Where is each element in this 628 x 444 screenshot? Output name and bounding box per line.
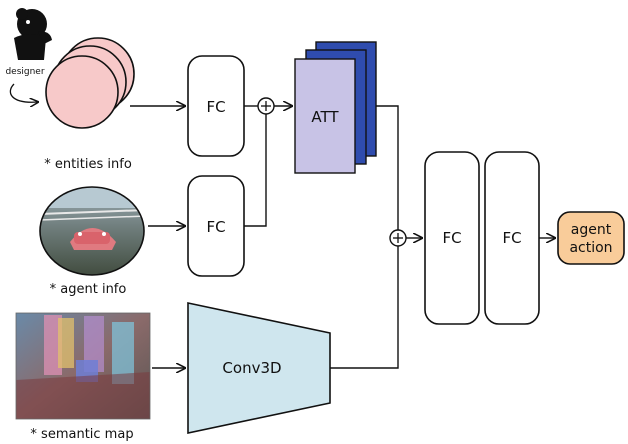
- att-block: [294, 41, 377, 174]
- entities-info-icon: [45, 37, 135, 129]
- designer-icon: [14, 8, 52, 60]
- agent-action-block: [557, 211, 625, 265]
- designer-arrow: [9, 83, 38, 102]
- add-node-1: [244, 97, 292, 227]
- fc-entities-label: FC: [206, 98, 225, 116]
- agent-info-label: * agent info: [50, 282, 127, 297]
- agent-action-line1: agent: [571, 222, 612, 238]
- designer-label: designer: [5, 67, 44, 77]
- fc-merge-1-block: [424, 151, 480, 325]
- semantic-map-image: [15, 312, 151, 420]
- att-label: ATT: [311, 108, 339, 126]
- fc-merge-1-label: FC: [442, 229, 461, 247]
- agent-action-line2: action: [569, 240, 612, 256]
- agent-info-image: [39, 186, 145, 276]
- conv3d-block: [187, 302, 331, 434]
- add-node-2: [330, 105, 422, 369]
- conv3d-label: Conv3D: [222, 359, 281, 377]
- semantic-map-label: * semantic map: [30, 427, 133, 442]
- fc-merge-2-label: FC: [502, 229, 521, 247]
- fc-agent-label: FC: [206, 218, 225, 236]
- entities-info-label: * entities info: [44, 157, 132, 172]
